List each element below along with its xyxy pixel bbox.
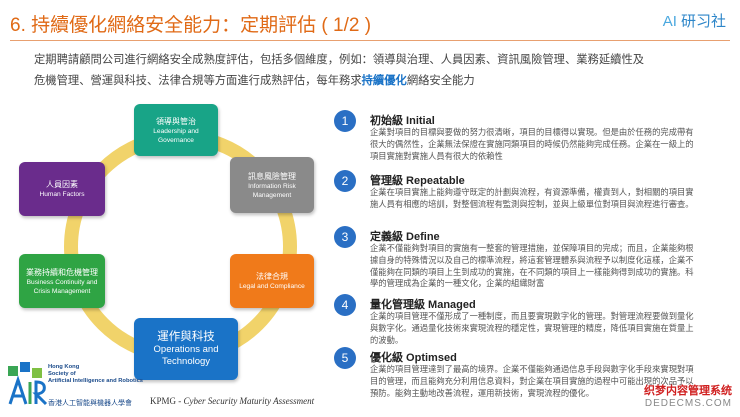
level-title: 初始級 Initial (370, 115, 435, 127)
intro-line-2-pre: 危機管理、營運與科技、法律合規等方面進行成熟評估，每年務求 (34, 75, 362, 87)
cycle-box-legal: 法律合規 Legal and Compliance (230, 254, 314, 308)
cycle-bcm-en1: Business Continuity and (26, 278, 98, 286)
title-divider (10, 40, 730, 41)
level-title: 優化級 Optimsed (370, 352, 457, 364)
cycle-info-risk-zh: 訊息風險管理 (248, 171, 296, 181)
cycle-legal-en1: Legal and Compliance (239, 283, 305, 290)
level-number-badge: 1 (334, 110, 356, 132)
footer-citation-title: Cyber Security Maturity Assessment (183, 396, 315, 406)
level-number-badge: 3 (334, 226, 356, 248)
watermark: 织梦内容管理系统 DEDECMS.COM (644, 382, 732, 409)
intro-text: 定期聘請顧問公司進行網絡安全成熟度評估，包括多個維度，例如：領導與治理、人員因素… (34, 50, 714, 92)
cycle-box-bcm: 業務持續和危機管理 Business Continuity and Crisis… (19, 254, 105, 308)
intro-line-2: 危機管理、營運與科技、法律合規等方面進行成熟評估，每年務求持續優化網絡安全能力 (34, 71, 714, 92)
cycle-bcm-zh: 業務持續和危機管理 (26, 267, 98, 277)
cycle-box-human: 人員因素 Human Factors (19, 162, 105, 216)
footer-org-name: Hong Kong Society of Artificial Intellig… (48, 364, 143, 385)
watermark-line1: 织梦内容管理系统 (644, 385, 732, 397)
level-title: 定義級 Define (370, 231, 440, 243)
brand-ai: AI (662, 13, 677, 30)
footer-org-line3: Artificial Intelligence and Robotics (48, 378, 144, 384)
watermark-line2: DEDECMS.COM (644, 398, 732, 409)
level-number-badge: 4 (334, 294, 356, 316)
cycle-leadership-en2: Governance (158, 136, 194, 144)
cycle-operations-zh: 運作與科技 (157, 331, 215, 343)
cycle-bcm-en2: Crisis Management (33, 287, 91, 295)
cycle-leadership-en1: Leadership and (153, 127, 199, 135)
cycle-operations-en2: Technology (161, 356, 211, 367)
brand-name: 研习社 (680, 13, 726, 30)
intro-highlight: 持續優化 (361, 75, 407, 87)
cycle-info-risk-en1: Information Risk (248, 182, 296, 190)
page-title: 6. 持續優化網絡安全能力：定期評估 ( 1/2 ) (10, 15, 372, 36)
level-title: 管理級 Repeatable (370, 175, 465, 187)
level-number-badge: 5 (334, 347, 356, 369)
cycle-leadership-zh: 領導與管治 (156, 116, 196, 126)
level-description: 企業對項目的目標與要做的努力很清晰，項目的目標得以實現。但是由於任務的完成帶有很… (370, 127, 694, 161)
cycle-human-en1: Human Factors (39, 191, 85, 198)
level-description: 企業的項目管理達到了最高的境界。企業不僅能夠通過信息手段與數字化手段來實現對項目… (370, 364, 694, 398)
level-description: 企業不僅能夠對項目的實施有一整套的管理措施，並保障項目的完成；而且，企業能夠根據… (370, 243, 694, 289)
cycle-box-info-risk: 訊息風險管理 Information Risk Management (230, 157, 314, 213)
cycle-box-leadership: 領導與管治 Leadership and Governance (134, 104, 218, 156)
intro-line-1: 定期聘請顧問公司進行網絡安全成熟度評估，包括多個維度，例如：領導與治理、人員因素… (34, 54, 645, 66)
hksair-logo-icon (8, 362, 48, 406)
level-description: 企業在項目實施上能夠遵守既定的計劃與流程，有資源準備，權責到人，對相關的項目實施… (370, 187, 694, 209)
cycle-box-operations: 運作與科技 Operations and Technology (134, 318, 238, 380)
cycle-operations-en1: Operations and (153, 344, 219, 355)
cycle-human-zh: 人員因素 (46, 180, 78, 189)
level-description: 企業的項目管理不僅形成了一種制度，而且要實現數字化的管理。對管理流程要做到量化與… (370, 311, 694, 345)
footer-org-line2: Society of (48, 371, 76, 377)
intro-line-2-post: 網絡安全能力 (406, 75, 475, 87)
footer-citation-pre: KPMG - (150, 396, 184, 406)
level-title: 量化管理級 Managed (370, 299, 476, 311)
cycle-legal-zh: 法律合規 (256, 272, 288, 281)
footer-org-zh: 香港人工智能與機器人學會 (48, 400, 132, 407)
level-number-badge: 2 (334, 170, 356, 192)
footer-org-line1: Hong Kong (48, 364, 80, 370)
footer-citation: KPMG - Cyber Security Maturity Assessmen… (150, 396, 314, 406)
cycle-info-risk-en2: Management (252, 191, 292, 199)
